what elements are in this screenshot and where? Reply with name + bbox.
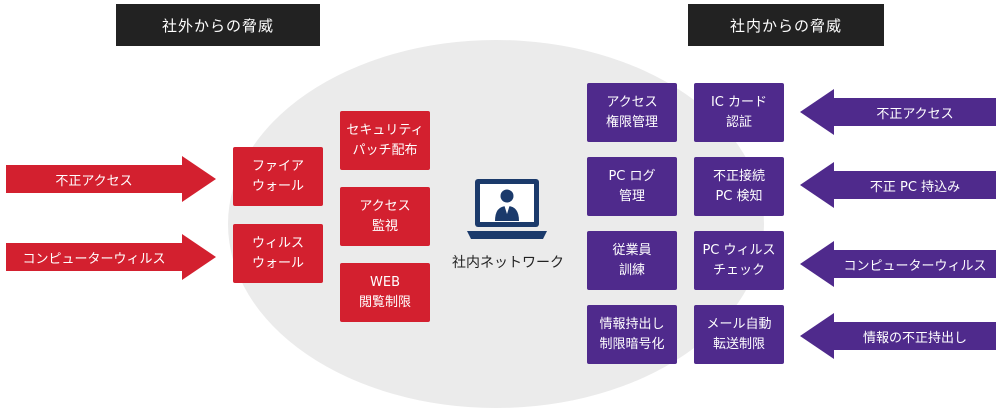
internal-threat-arrow: 不正アクセス [800,89,996,135]
internal-threat-label: 不正アクセス [876,106,954,122]
internal-threat-label: 不正 PC 持込み [869,179,961,195]
external-threat-arrow: コンピューターウィルス [6,234,216,280]
internal-threat-label: コンピューターウィルス [843,258,987,274]
defense-box-access-rights: アクセス 権限管理 [587,83,677,142]
defense-box-pc-log: PC ログ 管理 [587,157,677,216]
defense-label-line2: 閲覧制限 [358,294,411,310]
defense-box-data-encryption: 情報持出し 制限暗号化 [587,305,677,364]
defense-label-line1: WEB [370,274,400,290]
defense-label-line1: セキュリティ [346,122,424,138]
defense-label-line1: PC ログ [608,168,656,184]
laptop-user-icon [465,177,549,243]
internal-threat-arrow: 情報の不正持出し [800,313,996,359]
defense-box-security-patch: セキュリティ パッチ配布 [340,111,430,170]
defense-label-line1: アクセス [606,94,658,110]
defense-label-line2: チェック [712,262,765,278]
external-threats-header: 社外からの脅威 [116,4,320,46]
defense-label-line2: 管理 [618,188,645,204]
external-header-label: 社外からの脅威 [161,16,274,35]
external-threat-label: コンピューターウィルス [22,251,166,267]
internal-header-label: 社内からの脅威 [729,16,842,35]
defense-label-line2: 訓練 [618,262,645,278]
internal-threat-label: 情報の不正持出し [862,330,967,346]
internal-threats-header: 社内からの脅威 [688,4,884,46]
defense-box-rogue-pc-detection: 不正接続 PC 検知 [694,157,784,216]
defense-label-line1: アクセス [359,198,411,214]
defense-label-line2: ウォール [251,178,304,194]
defense-label-line1: IC カード [710,94,768,110]
defense-label-line2: 制限暗号化 [599,336,665,352]
defense-box-pc-virus-check: PC ウィルス チェック [694,231,784,290]
defense-box-web-restriction: WEB 閲覧制限 [340,263,430,322]
defense-box-mail-forward-restriction: メール自動 転送制限 [694,305,784,364]
defense-box-access-monitoring: アクセス 監視 [340,187,430,246]
internal-threat-arrow: コンピューターウィルス [800,241,996,287]
defense-label-line1: 従業員 [612,242,652,258]
defense-box-virus-wall: ウィルス ウォール [233,224,323,283]
defense-box-employee-training: 従業員 訓練 [587,231,677,290]
defense-label-line2: 監視 [371,218,398,234]
defense-label-line1: ファイア [251,158,304,174]
internal-threat-arrow: 不正 PC 持込み [800,162,996,208]
defense-label-line2: パッチ配布 [352,142,418,158]
external-threat-label: 不正アクセス [55,173,133,189]
defense-label-line1: 情報持出し [599,316,665,332]
defense-label-line2: 転送制限 [712,336,765,352]
external-threat-arrow: 不正アクセス [6,156,216,202]
defense-label-line2: 認証 [725,114,752,130]
defense-box-ic-card: IC カード 認証 [694,83,784,142]
defense-label-line1: PC ウィルス [702,242,776,258]
defense-label-line1: 不正接続 [712,168,765,184]
network-label: 社内ネットワーク [452,255,564,271]
defense-label-line2: ウォール [251,255,304,271]
defense-label-line2: 権限管理 [605,114,658,130]
defense-box-firewall: ファイア ウォール [233,147,323,206]
defense-label-line1: メール自動 [706,316,772,332]
defense-label-line2: PC 検知 [715,188,763,204]
defense-label-line1: ウィルス [251,235,304,251]
